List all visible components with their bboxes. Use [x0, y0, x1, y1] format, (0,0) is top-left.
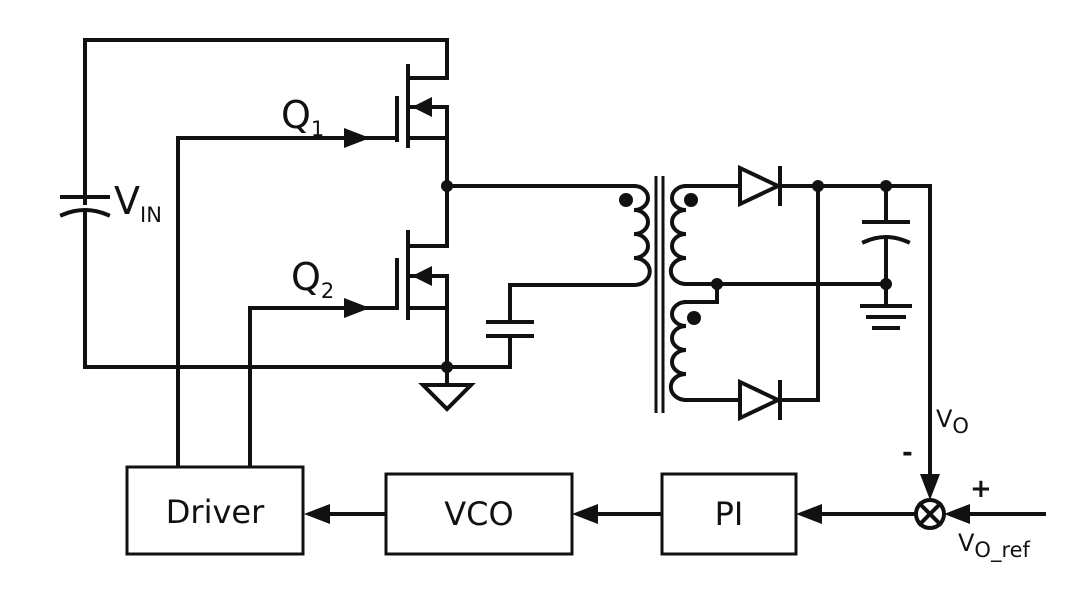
summing-junction [914, 498, 946, 530]
vo-feedback-line [920, 184, 940, 500]
plus-sign: + [970, 474, 992, 504]
q1-gate-line [176, 128, 399, 469]
output-capacitor [861, 184, 911, 308]
driver-block: Driver [125, 465, 305, 556]
driver-label: Driver [166, 493, 265, 531]
pi-input-line [796, 504, 918, 524]
minus-sign: - [902, 438, 913, 468]
q1-label: Q1 [281, 93, 324, 141]
ground-symbol [418, 365, 476, 412]
vco-label: VCO [444, 495, 513, 533]
junction-dot [880, 278, 892, 290]
diode-lower [738, 378, 783, 422]
mosfet-q1 [395, 64, 449, 188]
secondary-winding-upper [668, 183, 742, 287]
q2-gate-line [248, 298, 399, 469]
input-capacitor [59, 195, 111, 218]
primary-winding [619, 183, 652, 288]
output-rail [778, 180, 932, 402]
reference-input-line [944, 504, 1046, 524]
pi-block: PI [660, 472, 798, 556]
polarity-dot [687, 311, 701, 325]
polarity-dot [619, 193, 633, 207]
secondary-winding-lower [668, 282, 742, 403]
vco-block: VCO [384, 472, 574, 556]
driver-input-line [304, 504, 388, 524]
junction-dot [812, 180, 824, 192]
mosfet-q2 [395, 184, 449, 369]
vo-label: VO [936, 405, 969, 438]
ground-symbol-secondary [860, 304, 912, 330]
q2-label: Q2 [291, 255, 334, 303]
resonant-tank [445, 184, 636, 369]
vo-ref-label: VO_ref [958, 529, 1031, 563]
polarity-dot [684, 193, 698, 207]
transformer-core [654, 176, 665, 413]
vco-input-line [572, 504, 664, 524]
diode-upper [738, 164, 783, 208]
vin-label: VIN [114, 179, 162, 227]
pi-label: PI [715, 495, 744, 533]
